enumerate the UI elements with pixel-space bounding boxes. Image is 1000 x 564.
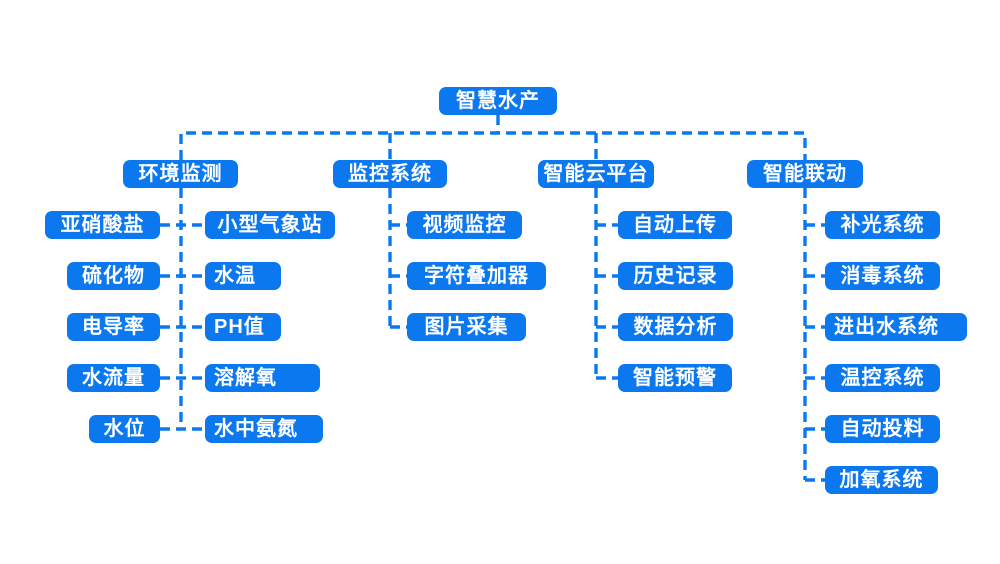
node-character-overlay[interactable]: 字符叠加器 — [407, 262, 546, 290]
node-smart-alert[interactable]: 智能预警 — [618, 364, 732, 392]
node-water-flow[interactable]: 水流量 — [67, 364, 160, 392]
node-smart-linkage[interactable]: 智能联动 — [747, 160, 863, 188]
node-root-smart-aquaculture[interactable]: 智慧水产 — [439, 87, 557, 115]
node-supplemental-light-system[interactable]: 补光系统 — [825, 211, 940, 239]
node-sulfide[interactable]: 硫化物 — [67, 262, 160, 290]
node-nitrite[interactable]: 亚硝酸盐 — [45, 211, 160, 239]
connector-trunk — [179, 131, 807, 160]
node-data-analysis[interactable]: 数据分析 — [618, 313, 733, 341]
node-ammonia-nitrogen[interactable]: 水中氨氮 — [205, 415, 323, 443]
node-auto-feeding[interactable]: 自动投料 — [825, 415, 940, 443]
node-water-temperature[interactable]: 水温 — [205, 262, 281, 290]
node-water-inlet-outlet-system[interactable]: 进出水系统 — [825, 313, 967, 341]
node-dissolved-oxygen[interactable]: 溶解氧 — [205, 364, 320, 392]
node-surveillance-system[interactable]: 监控系统 — [333, 160, 447, 188]
node-ph-value[interactable]: PH值 — [205, 313, 281, 341]
node-weather-station[interactable]: 小型气象站 — [205, 211, 335, 239]
node-image-capture[interactable]: 图片采集 — [407, 313, 526, 341]
node-environment-monitoring[interactable]: 环境监测 — [123, 160, 238, 188]
node-auto-upload[interactable]: 自动上传 — [618, 211, 732, 239]
node-smart-cloud-platform[interactable]: 智能云平台 — [538, 160, 654, 188]
node-conductivity[interactable]: 电导率 — [67, 313, 160, 341]
node-temperature-control-system[interactable]: 温控系统 — [825, 364, 940, 392]
node-video-surveillance[interactable]: 视频监控 — [407, 211, 522, 239]
node-water-level[interactable]: 水位 — [89, 415, 160, 443]
node-oxygenation-system[interactable]: 加氧系统 — [825, 466, 938, 494]
node-disinfection-system[interactable]: 消毒系统 — [825, 262, 940, 290]
node-history-records[interactable]: 历史记录 — [618, 262, 733, 290]
